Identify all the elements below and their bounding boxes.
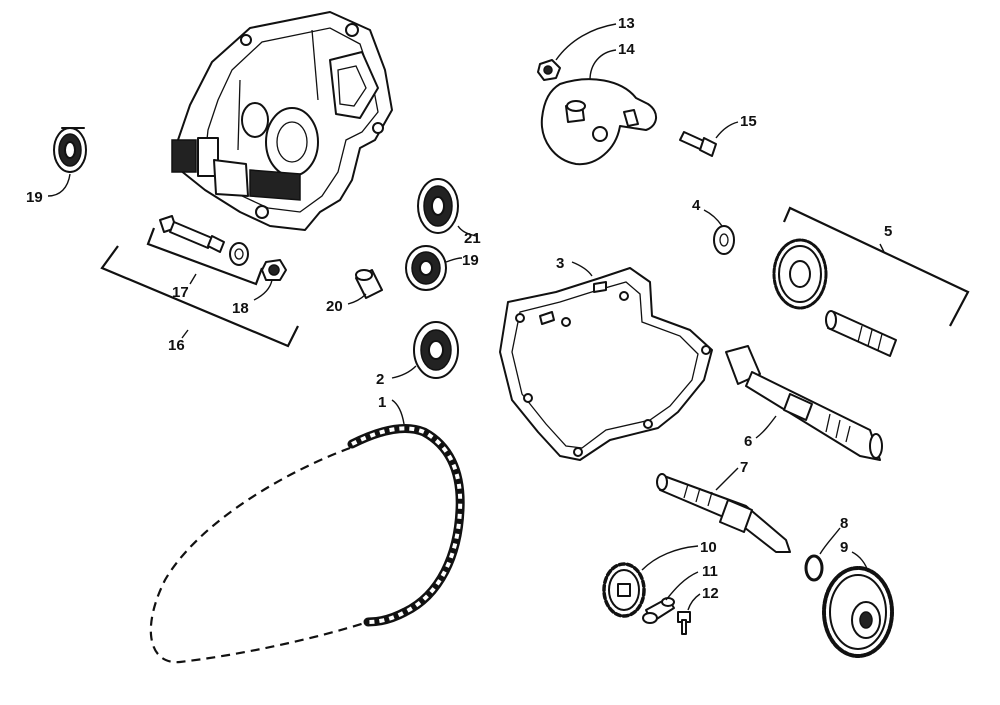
leader-20 — [347, 293, 367, 305]
callout-18: 18 — [232, 300, 249, 317]
leader-17 — [189, 273, 197, 285]
callout-1: 1 — [378, 394, 386, 411]
leader-14 — [589, 49, 617, 81]
bearing-19-left — [53, 127, 87, 173]
plate-11 — [642, 597, 675, 624]
plate-14 — [540, 78, 657, 166]
bracket-17 — [146, 227, 264, 286]
leader-11 — [665, 571, 699, 601]
leader-6 — [755, 415, 777, 439]
bracket-5 — [782, 206, 970, 327]
leader-3 — [571, 261, 593, 277]
callout-19-left: 19 — [26, 189, 43, 206]
callout-10: 10 — [700, 539, 717, 556]
callout-5: 5 — [884, 223, 892, 240]
leader-9 — [851, 551, 869, 573]
leader-12 — [687, 593, 701, 611]
leader-1 — [391, 399, 405, 425]
bolt-17 — [159, 215, 225, 253]
leader-2 — [391, 365, 417, 379]
bracket-16 — [100, 245, 299, 348]
callout-2: 2 — [376, 371, 384, 388]
leader-5 — [879, 243, 885, 253]
callout-6: 6 — [744, 433, 752, 450]
bearing-19-middle — [405, 245, 447, 291]
callout-14: 14 — [618, 41, 635, 58]
circlip-8 — [804, 554, 824, 582]
leader-15 — [715, 121, 739, 139]
callout-4: 4 — [692, 197, 701, 214]
leader-4 — [703, 209, 723, 227]
shaft-6 — [725, 345, 883, 461]
leader-19b — [445, 257, 463, 263]
callout-19-middle: 19 — [462, 252, 479, 269]
leader-10 — [641, 545, 699, 571]
drive-chain-1 — [149, 423, 465, 664]
callout-17: 17 — [172, 284, 189, 301]
callout-21: 21 — [464, 230, 481, 247]
callout-11: 11 — [702, 563, 718, 580]
leader-13 — [555, 23, 617, 61]
bushing-20 — [355, 269, 383, 299]
crankcase-cover — [171, 11, 393, 231]
gear-assembly-5 — [772, 238, 897, 357]
sprocket-10 — [602, 562, 646, 618]
bolt-15 — [679, 131, 717, 157]
leader-8 — [819, 527, 841, 555]
gear-9 — [822, 566, 894, 658]
callout-20: 20 — [326, 298, 343, 315]
leader-18 — [253, 279, 273, 301]
callout-15: 15 — [740, 113, 757, 130]
washer-16 — [229, 242, 249, 266]
callout-9: 9 — [840, 539, 848, 556]
gasket-3 — [499, 267, 713, 461]
callout-3: 3 — [556, 255, 564, 272]
screw-12 — [677, 611, 691, 635]
callout-12: 12 — [702, 585, 719, 602]
callout-13: 13 — [618, 15, 635, 32]
bearing-21 — [417, 178, 459, 234]
nut-18 — [261, 259, 287, 281]
shaft-7 — [656, 473, 791, 553]
callout-16: 16 — [168, 337, 185, 354]
leader-7 — [715, 467, 739, 491]
washer-4 — [713, 225, 735, 255]
nut-13 — [537, 59, 561, 81]
bearing-2 — [413, 321, 459, 379]
callout-8: 8 — [840, 515, 848, 532]
callout-7: 7 — [740, 459, 748, 476]
leader-21 — [457, 225, 477, 237]
leader-16 — [181, 329, 189, 339]
leader-19a — [47, 173, 71, 197]
